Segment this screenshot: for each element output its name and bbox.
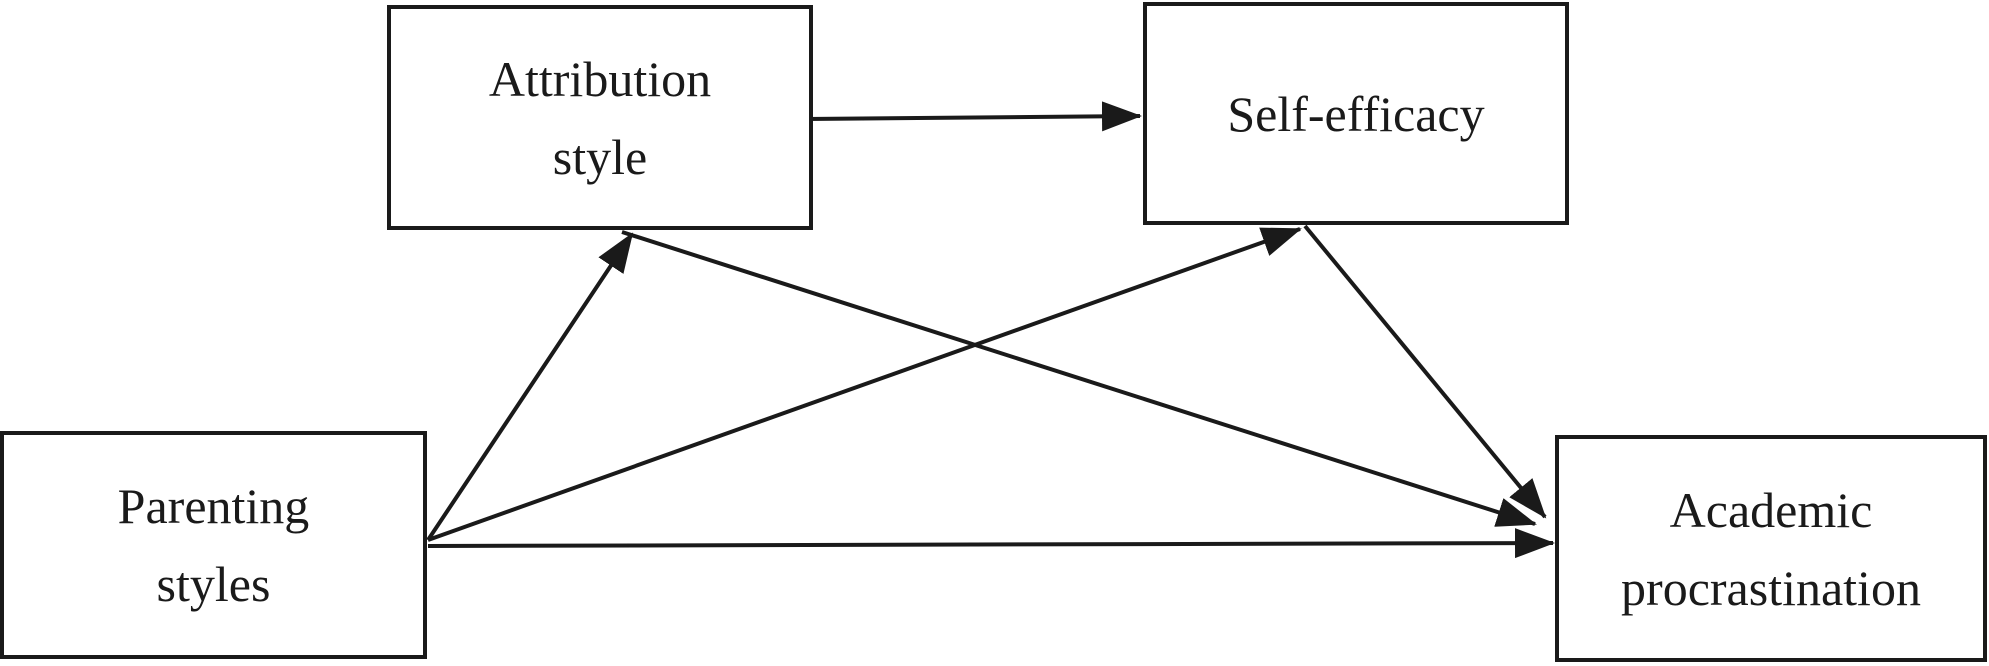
edge-efficacy-to-procrastination [1303, 224, 1547, 519]
node-label: Academic procrastination [1621, 471, 1921, 627]
node-label-line: styles [156, 556, 271, 612]
node-attribution-style: Attribution style [387, 5, 813, 230]
node-self-efficacy: Self-efficacy [1143, 2, 1569, 225]
node-label-line: procrastination [1621, 559, 1921, 616]
node-academic-procrastination: Academic procrastination [1555, 435, 1987, 662]
node-label-line: Self-efficacy [1227, 85, 1485, 142]
node-label: Attribution style [489, 40, 711, 196]
edge-parenting-to-attribution [426, 232, 634, 542]
node-label-line: style [552, 128, 648, 185]
edge-parenting-to-efficacy [427, 227, 1302, 542]
node-label-line: Academic [1669, 481, 1873, 538]
edge-parenting-to-procrastination [427, 528, 1555, 559]
edge-attribution-to-procrastination [621, 230, 1537, 527]
node-label: Self-efficacy [1227, 75, 1484, 153]
edge-attribution-to-efficacy [805, 101, 1142, 132]
node-label: Parenting styles [118, 467, 310, 623]
node-parenting-styles: Parenting styles [0, 431, 427, 659]
node-label-line: Attribution [488, 50, 712, 107]
node-label-line: Parenting [117, 478, 310, 534]
